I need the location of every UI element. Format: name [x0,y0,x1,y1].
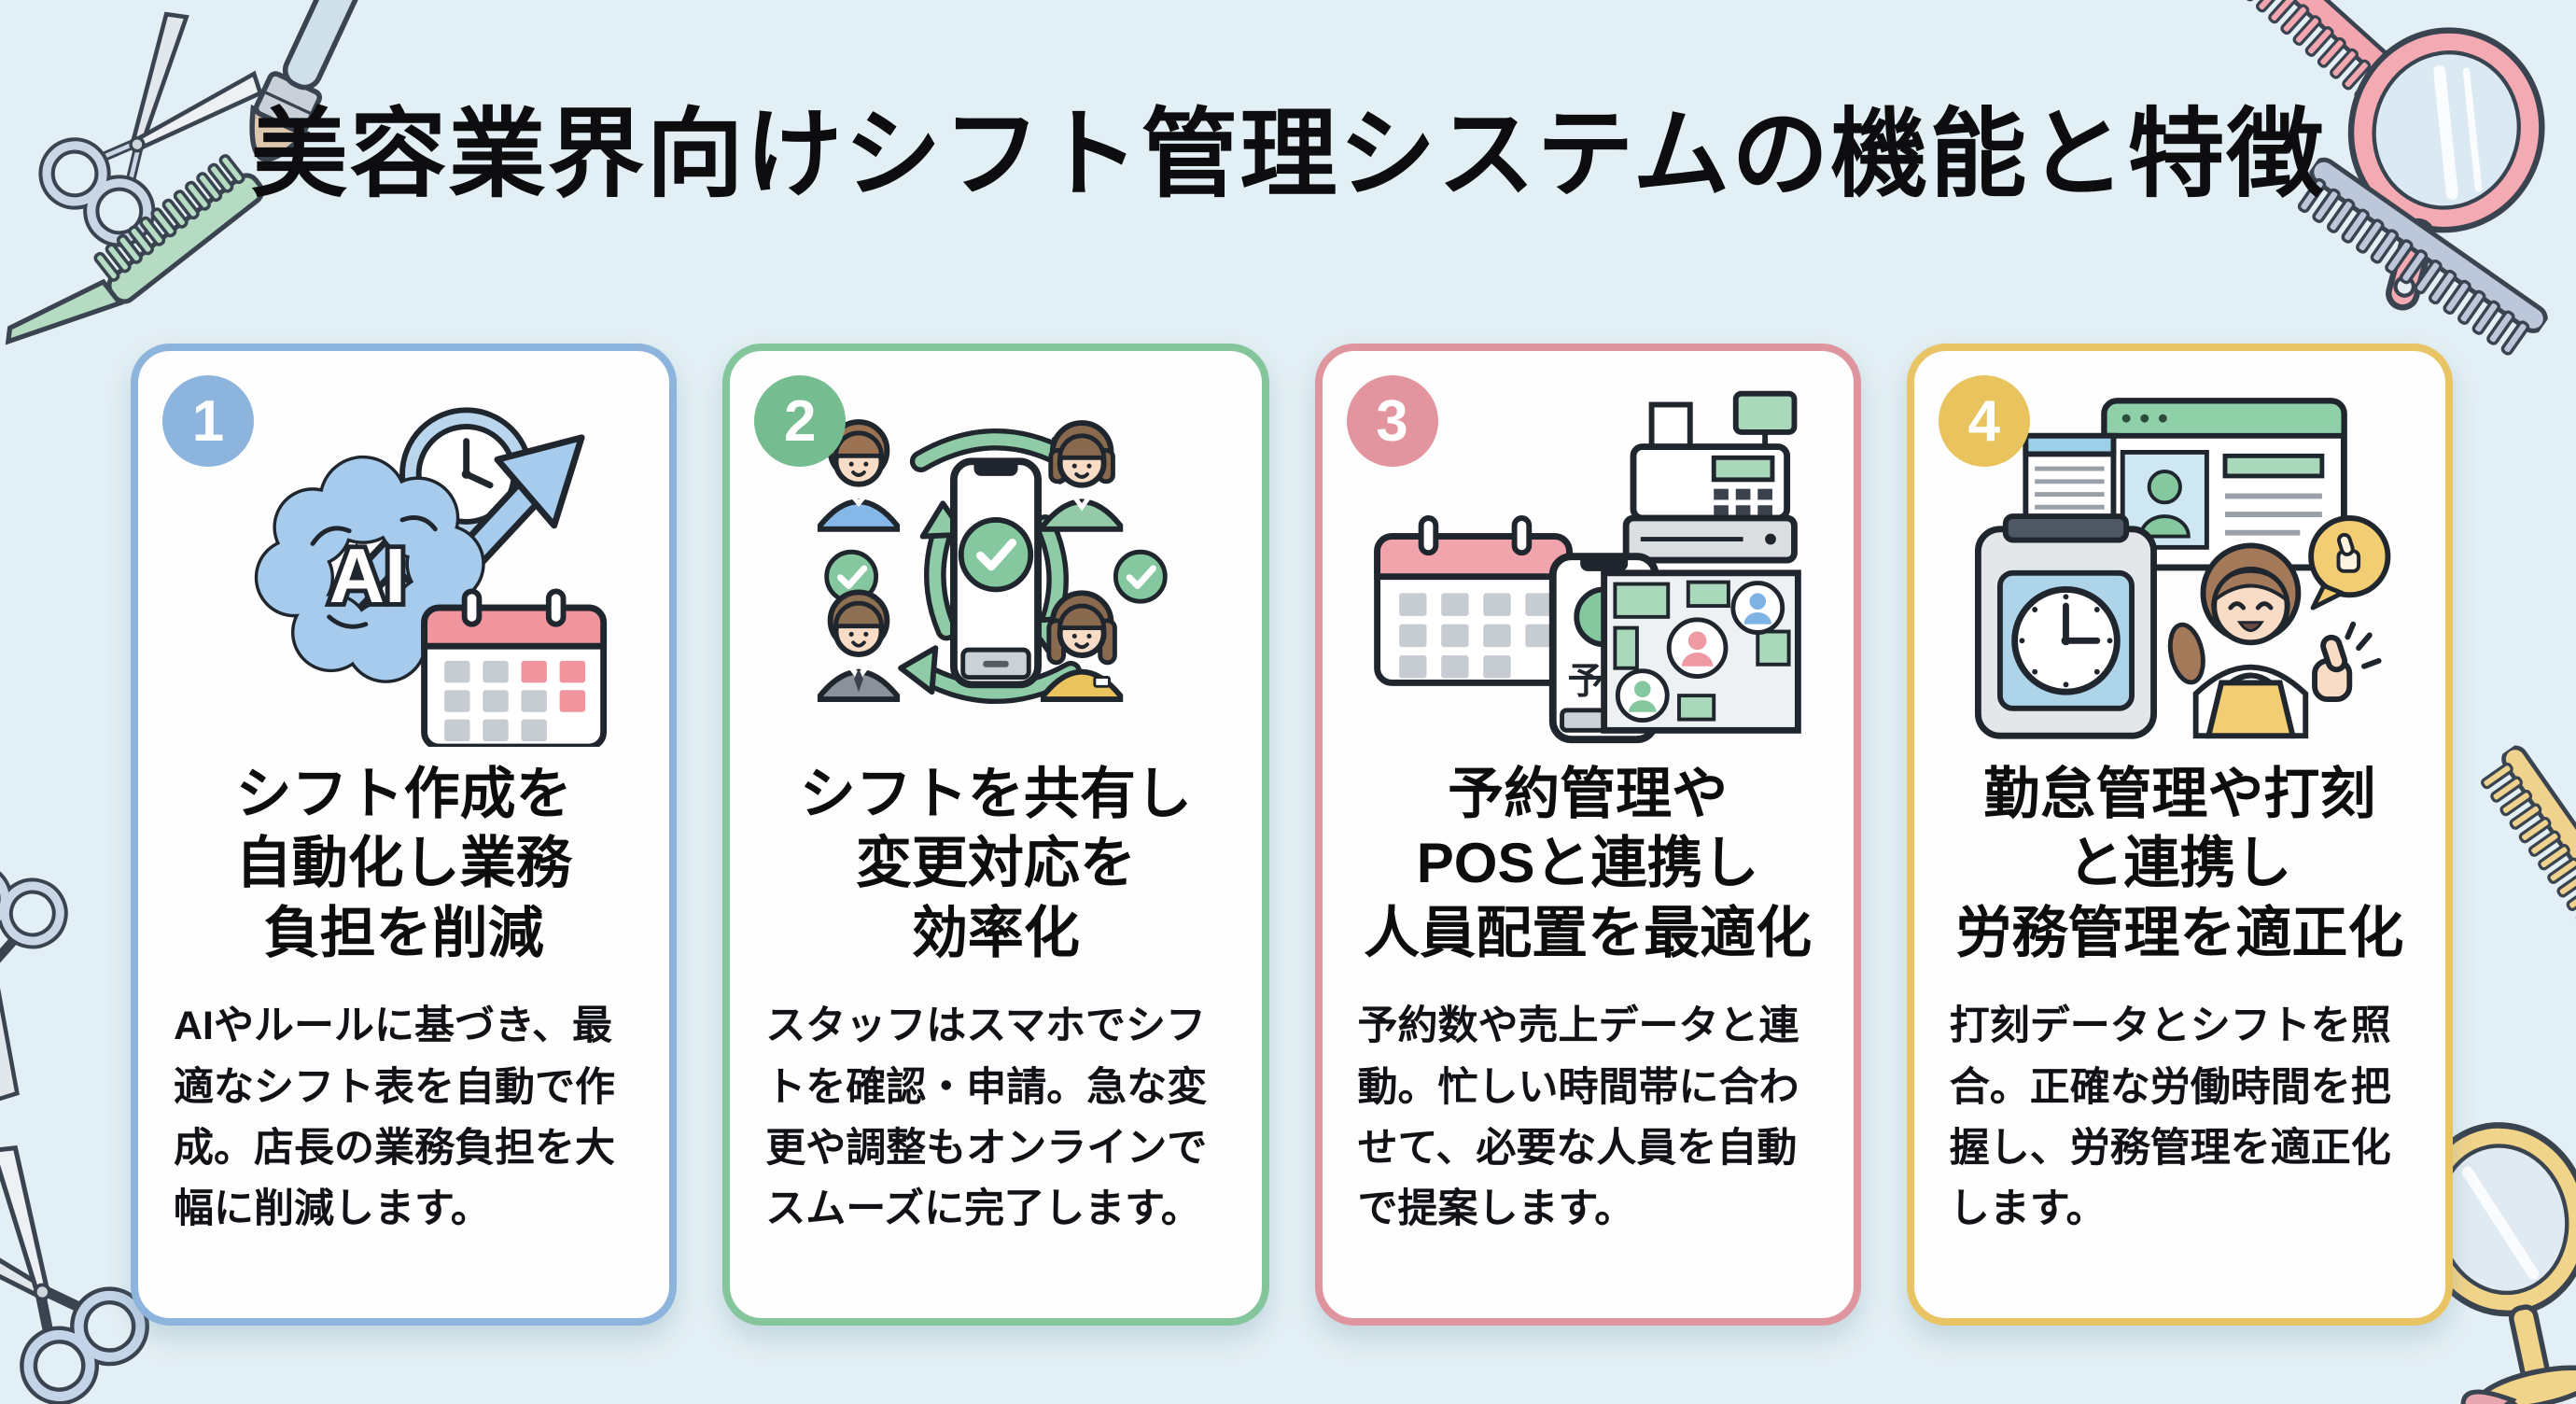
check-badge-icon [824,549,1168,604]
comb-icon [2297,157,2548,356]
hand-mirror-icon [2347,27,2545,311]
card-description: スタッフはスマホでシフトを確認・申請。急な変更や調整もオンラインでスムーズに完了… [765,1004,1208,1232]
number-badge: 1 [162,375,254,467]
ai-brain-icon: AI [254,455,485,683]
calendar-icon [1374,515,1573,686]
smartphone-icon [949,457,1042,689]
tail-comb-icon [5,154,264,345]
card-title: シフト作成を 自動化し業務 負担を削減 [235,763,572,964]
time-clock-attendance-staff-thumbs-up-icon [1975,398,2391,739]
number-badge: 3 [1346,375,1438,467]
makeup-brush-icon [2460,1389,2541,1404]
scissors-icon [0,1145,149,1404]
card-title: 勤怠管理や打刻 と連携し 労務管理を適正化 [1955,763,2404,964]
staff-smartphone-share-cycle-icon [817,419,1168,704]
staff-marker [1616,668,1670,723]
ai-shift-illustration: AI [138,366,669,747]
thumbs-up-bubble-icon [2308,515,2391,611]
scissors-icon [38,11,263,247]
stand-mirror-icon [2415,1122,2576,1404]
floorplan-icon [1601,569,1801,734]
number-badge: 4 [1938,375,2030,467]
scissors-icon [0,863,68,1102]
staff-avatar [817,419,900,532]
feature-card-4: 4 [1906,344,2453,1326]
ai-brain-clock-growth-arrow-calendar-icon: AI [254,407,607,747]
feature-card-1: 1 [131,344,678,1326]
staff-avatar [1040,420,1124,532]
share-cycle-illustration [730,366,1261,747]
reservation-calendar-pos-floorplan-icon: 予約 [1374,390,1801,744]
feature-card-3: 3 [1314,344,1861,1326]
card-title: シフトを共有し 変更対応を 効率化 [799,763,1192,964]
calendar-icon [420,588,607,747]
comb-icon [2481,745,2576,968]
reservation-pos-illustration: 予約 [1323,366,1854,747]
card-description: 予約数や売上データと連動。忙しい時間帯に合わせて、必要な人員を自動で提案します。 [1357,1004,1799,1232]
staff-avatar [817,589,900,702]
number-badge: 2 [754,375,847,467]
staff-marker [1666,617,1729,679]
attendance-illustration [1914,366,2445,747]
card-title: 予約管理や POSと連携し 人員配置を最適化 [1364,763,1813,964]
card-description: 打刻データとシフトを照合。正確な労働時間を把握し、労務管理を適正化します。 [1949,1004,2391,1232]
staff-avatar [1040,590,1124,702]
makeup-brush-icon [249,0,368,162]
page-title: 美容業界向けシフト管理システムの機能と特徴 [250,101,2326,209]
ai-label: AI [329,533,405,619]
staff-marker [1730,581,1785,635]
pos-register-icon [1622,390,1799,564]
time-clock-icon [1975,432,2158,739]
feature-cards-row: 1 [131,344,2453,1326]
feature-card-2: 2 [722,344,1269,1326]
thumbs-up-hand-icon [2312,621,2382,702]
card-description: AIやルールに基づき、最適なシフト表を自動で作成。店長の業務負担を大幅に削減しま… [174,1004,615,1232]
staff-thumbs-up-icon [2168,515,2391,739]
